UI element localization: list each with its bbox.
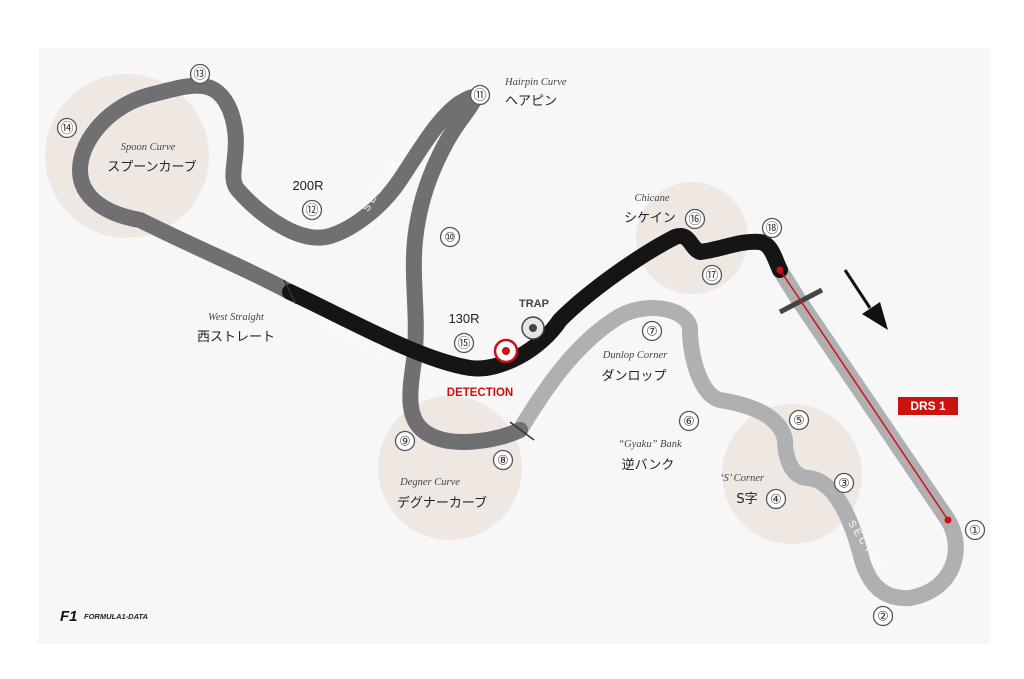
corner-8: ⑧ xyxy=(492,449,514,471)
svg-text:“Gyaku” Bank: “Gyaku” Bank xyxy=(618,439,682,450)
svg-text:⑭: ⑭ xyxy=(60,121,73,136)
svg-text:Spoon Curve: Spoon Curve xyxy=(121,142,176,153)
svg-text:⑧: ⑧ xyxy=(497,453,509,468)
sector-boundaries xyxy=(283,279,535,441)
svg-text:⑫: ⑫ xyxy=(305,203,318,218)
corner-16: ⑯ xyxy=(684,208,706,230)
svg-text:⑰: ⑰ xyxy=(705,268,718,283)
hairpin-label: Hairpin Curve ヘアピン xyxy=(504,77,567,109)
svg-text:F1: F1 xyxy=(60,608,78,625)
track-sector-1 xyxy=(512,262,964,607)
sector-boundary-west xyxy=(283,279,297,305)
corner-17: ⑰ xyxy=(701,264,723,286)
200r-label: 200R xyxy=(292,178,323,193)
svg-text:West Straight: West Straight xyxy=(208,312,265,323)
svg-text:‘S’ Corner: ‘S’ Corner xyxy=(720,473,765,484)
svg-text:⑯: ⑯ xyxy=(688,212,701,227)
corner-7: ⑦ xyxy=(641,320,663,342)
svg-text:スプーンカーブ: スプーンカーブ xyxy=(107,159,197,175)
chicane-label: Chicane シケイン xyxy=(624,193,676,226)
svg-text:⑥: ⑥ xyxy=(683,414,695,429)
svg-text:FORMULA1-DATA: FORMULA1-DATA xyxy=(84,612,148,621)
gyaku-label: “Gyaku” Bank 逆バンク xyxy=(618,439,682,473)
spoon-label: Spoon Curve スプーンカーブ xyxy=(107,142,197,175)
corner-11: ⑪ xyxy=(469,84,491,106)
corner-9: ⑨ xyxy=(394,430,416,452)
corner-13: ⑬ xyxy=(189,63,211,85)
sector-boundary-degner xyxy=(509,421,535,441)
speed-trap-marker: TRAP xyxy=(519,298,549,340)
corner-10: ⑩ xyxy=(439,226,461,248)
corner-1: ① xyxy=(964,519,986,541)
svg-text:③: ③ xyxy=(838,476,850,491)
west-straight-label: West Straight 西ストレート xyxy=(197,312,275,345)
drs-zone-line xyxy=(779,269,949,521)
corner-15: ⑮ xyxy=(453,332,475,354)
detection-label: DETECTION xyxy=(447,387,513,399)
s-corner-label: ‘S’ Corner S字 xyxy=(720,473,765,507)
svg-text:⑬: ⑬ xyxy=(193,67,206,82)
corner-2: ② xyxy=(872,605,894,627)
svg-text:シケイン: シケイン xyxy=(624,211,676,226)
drs-label: DRS 1 xyxy=(910,399,946,413)
dunlop-label: Dunlop Corner ダンロップ xyxy=(601,350,668,384)
svg-text:⑩: ⑩ xyxy=(444,230,456,245)
svg-text:S字: S字 xyxy=(736,492,757,507)
svg-text:ダンロップ: ダンロップ xyxy=(601,369,666,384)
svg-text:Degner Curve: Degner Curve xyxy=(399,477,460,488)
svg-text:逆バンク: 逆バンク xyxy=(622,457,675,473)
svg-text:Chicane: Chicane xyxy=(635,193,670,204)
trap-label: TRAP xyxy=(519,298,549,310)
svg-text:⑪: ⑪ xyxy=(473,88,486,103)
130r-label: 130R xyxy=(448,311,479,326)
svg-text:①: ① xyxy=(969,523,981,538)
corner-3: ③ xyxy=(833,472,855,494)
svg-text:②: ② xyxy=(877,609,889,624)
corner-12: ⑫ xyxy=(301,199,323,221)
corner-5: ⑤ xyxy=(788,409,810,431)
detection-marker: DETECTION xyxy=(447,338,519,399)
svg-text:デグナーカーブ: デグナーカーブ xyxy=(397,495,487,511)
track-sector-3 xyxy=(282,228,788,377)
svg-text:Dunlop Corner: Dunlop Corner xyxy=(602,350,668,361)
svg-text:西ストレート: 西ストレート xyxy=(197,330,275,345)
drs-end-dot xyxy=(944,516,952,524)
svg-text:⑤: ⑤ xyxy=(793,413,805,428)
svg-text:ヘアピン: ヘアピン xyxy=(505,94,557,109)
svg-text:⑮: ⑮ xyxy=(457,336,470,351)
corner-markers: ① ② ③ ④ ⑤ ⑥ ⑦ ⑧ ⑨ ⑩ ⑪ ⑫ ⑬ ⑭ ⑮ ⑯ ⑰ ⑱ xyxy=(56,63,986,627)
corner-14: ⑭ xyxy=(56,117,78,139)
corner-4: ④ xyxy=(765,488,787,510)
formula1-data-logo: F1 FORMULA1-DATA xyxy=(60,608,148,625)
svg-text:Hairpin Curve: Hairpin Curve xyxy=(504,77,567,88)
svg-text:⑱: ⑱ xyxy=(765,221,778,236)
corner-18: ⑱ xyxy=(761,217,783,239)
svg-text:④: ④ xyxy=(770,492,782,507)
svg-text:⑦: ⑦ xyxy=(646,324,658,339)
drs-badge-bg xyxy=(898,397,958,415)
drs-badge: DRS 1 xyxy=(898,397,958,415)
direction-arrow-icon xyxy=(843,269,888,330)
drs-start-dot xyxy=(776,266,784,274)
svg-text:⑨: ⑨ xyxy=(399,434,411,449)
corner-6: ⑥ xyxy=(678,410,700,432)
degner-label: Degner Curve デグナーカーブ xyxy=(397,477,487,511)
